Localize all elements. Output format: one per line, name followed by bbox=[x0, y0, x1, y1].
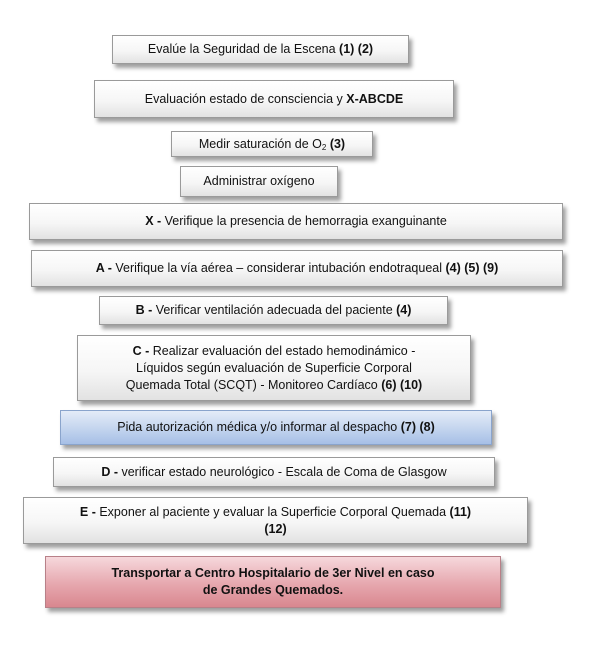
step-c-letter: C - bbox=[132, 343, 153, 358]
step-b-text: Verificar ventilación adecuada del pacie… bbox=[155, 303, 397, 317]
step-a-refs: (4) (5) (9) bbox=[445, 261, 499, 275]
step-x-text: Verifique la presencia de hemorragia exa… bbox=[164, 214, 447, 228]
step-e-text: Exponer al paciente y evaluar la Superfi… bbox=[99, 504, 450, 519]
step-d-neurological: D - verificar estado neurológico - Escal… bbox=[53, 457, 495, 487]
step-c-line3: Quemada Total (SCQT) - Monitoreo Cardíac… bbox=[126, 378, 422, 392]
step-transport-line2: de Grandes Quemados. bbox=[202, 583, 344, 597]
step-c-line3-text: Quemada Total (SCQT) - Monitoreo Cardíac… bbox=[125, 377, 382, 392]
step-b-letter: B - bbox=[135, 303, 156, 317]
step-transport-line1: Transportar a Centro Hospitalario de 3er… bbox=[111, 566, 435, 580]
step-c-line1: C - Realizar evaluación del estado hemod… bbox=[133, 344, 416, 358]
step-medical-authorization-refs: (7) (8) bbox=[400, 420, 435, 434]
step-administer-oxygen-text: Administrar oxígeno bbox=[203, 174, 315, 188]
step-measure-o2-text: Medir saturación de O bbox=[198, 136, 322, 151]
step-consciousness-text: Evaluación estado de consciencia y bbox=[144, 91, 347, 106]
step-d-text: verificar estado neurológico - Escala de… bbox=[121, 464, 447, 479]
step-consciousness-xabcde: Evaluación estado de consciencia y X-ABC… bbox=[94, 80, 454, 118]
step-d-letter: D - bbox=[101, 464, 122, 479]
step-e-letter: E - bbox=[79, 504, 100, 519]
step-a-letter: A - bbox=[95, 261, 116, 275]
step-scene-safety-refs: (1) (2) bbox=[339, 42, 374, 56]
step-x-letter: X - bbox=[145, 214, 165, 228]
step-b-refs: (4) bbox=[396, 303, 412, 317]
step-e-refs1: (11) bbox=[449, 504, 472, 519]
step-measure-o2-refs: (3) bbox=[329, 136, 346, 151]
step-b-ventilation: B - Verificar ventilación adecuada del p… bbox=[99, 296, 448, 325]
step-medical-authorization: Pida autorización médica y/o informar al… bbox=[60, 410, 492, 445]
step-e-refs2: (12) bbox=[264, 521, 287, 536]
step-c-line1-text: Realizar evaluación del estado hemodinám… bbox=[152, 343, 416, 358]
step-administer-oxygen: Administrar oxígeno bbox=[180, 166, 338, 197]
step-transport: Transportar a Centro Hospitalario de 3er… bbox=[45, 556, 501, 608]
step-scene-safety: Evalúe la Seguridad de la Escena (1) (2) bbox=[112, 35, 409, 64]
step-c-line2: Líquidos según evaluación de Superficie … bbox=[136, 360, 412, 375]
step-c-refs: (6) (10) bbox=[381, 377, 423, 392]
step-measure-o2-subscript: 2 bbox=[321, 142, 327, 152]
step-a-text: Verifique la vía aérea – considerar intu… bbox=[115, 261, 446, 275]
step-x-hemorrhage: X - Verifique la presencia de hemorragia… bbox=[29, 203, 563, 240]
step-c-hemodynamic: C - Realizar evaluación del estado hemod… bbox=[77, 335, 471, 401]
step-medical-authorization-text: Pida autorización médica y/o informar al… bbox=[117, 420, 401, 434]
step-measure-o2: Medir saturación de O2 (3) bbox=[171, 131, 373, 157]
step-scene-safety-text: Evalúe la Seguridad de la Escena bbox=[147, 42, 340, 56]
step-e-exposure: E - Exponer al paciente y evaluar la Sup… bbox=[23, 497, 528, 544]
step-e-line1: E - Exponer al paciente y evaluar la Sup… bbox=[80, 505, 471, 519]
step-consciousness-bold: X-ABCDE bbox=[346, 91, 404, 106]
step-a-airway: A - Verifique la vía aérea – considerar … bbox=[31, 250, 563, 287]
